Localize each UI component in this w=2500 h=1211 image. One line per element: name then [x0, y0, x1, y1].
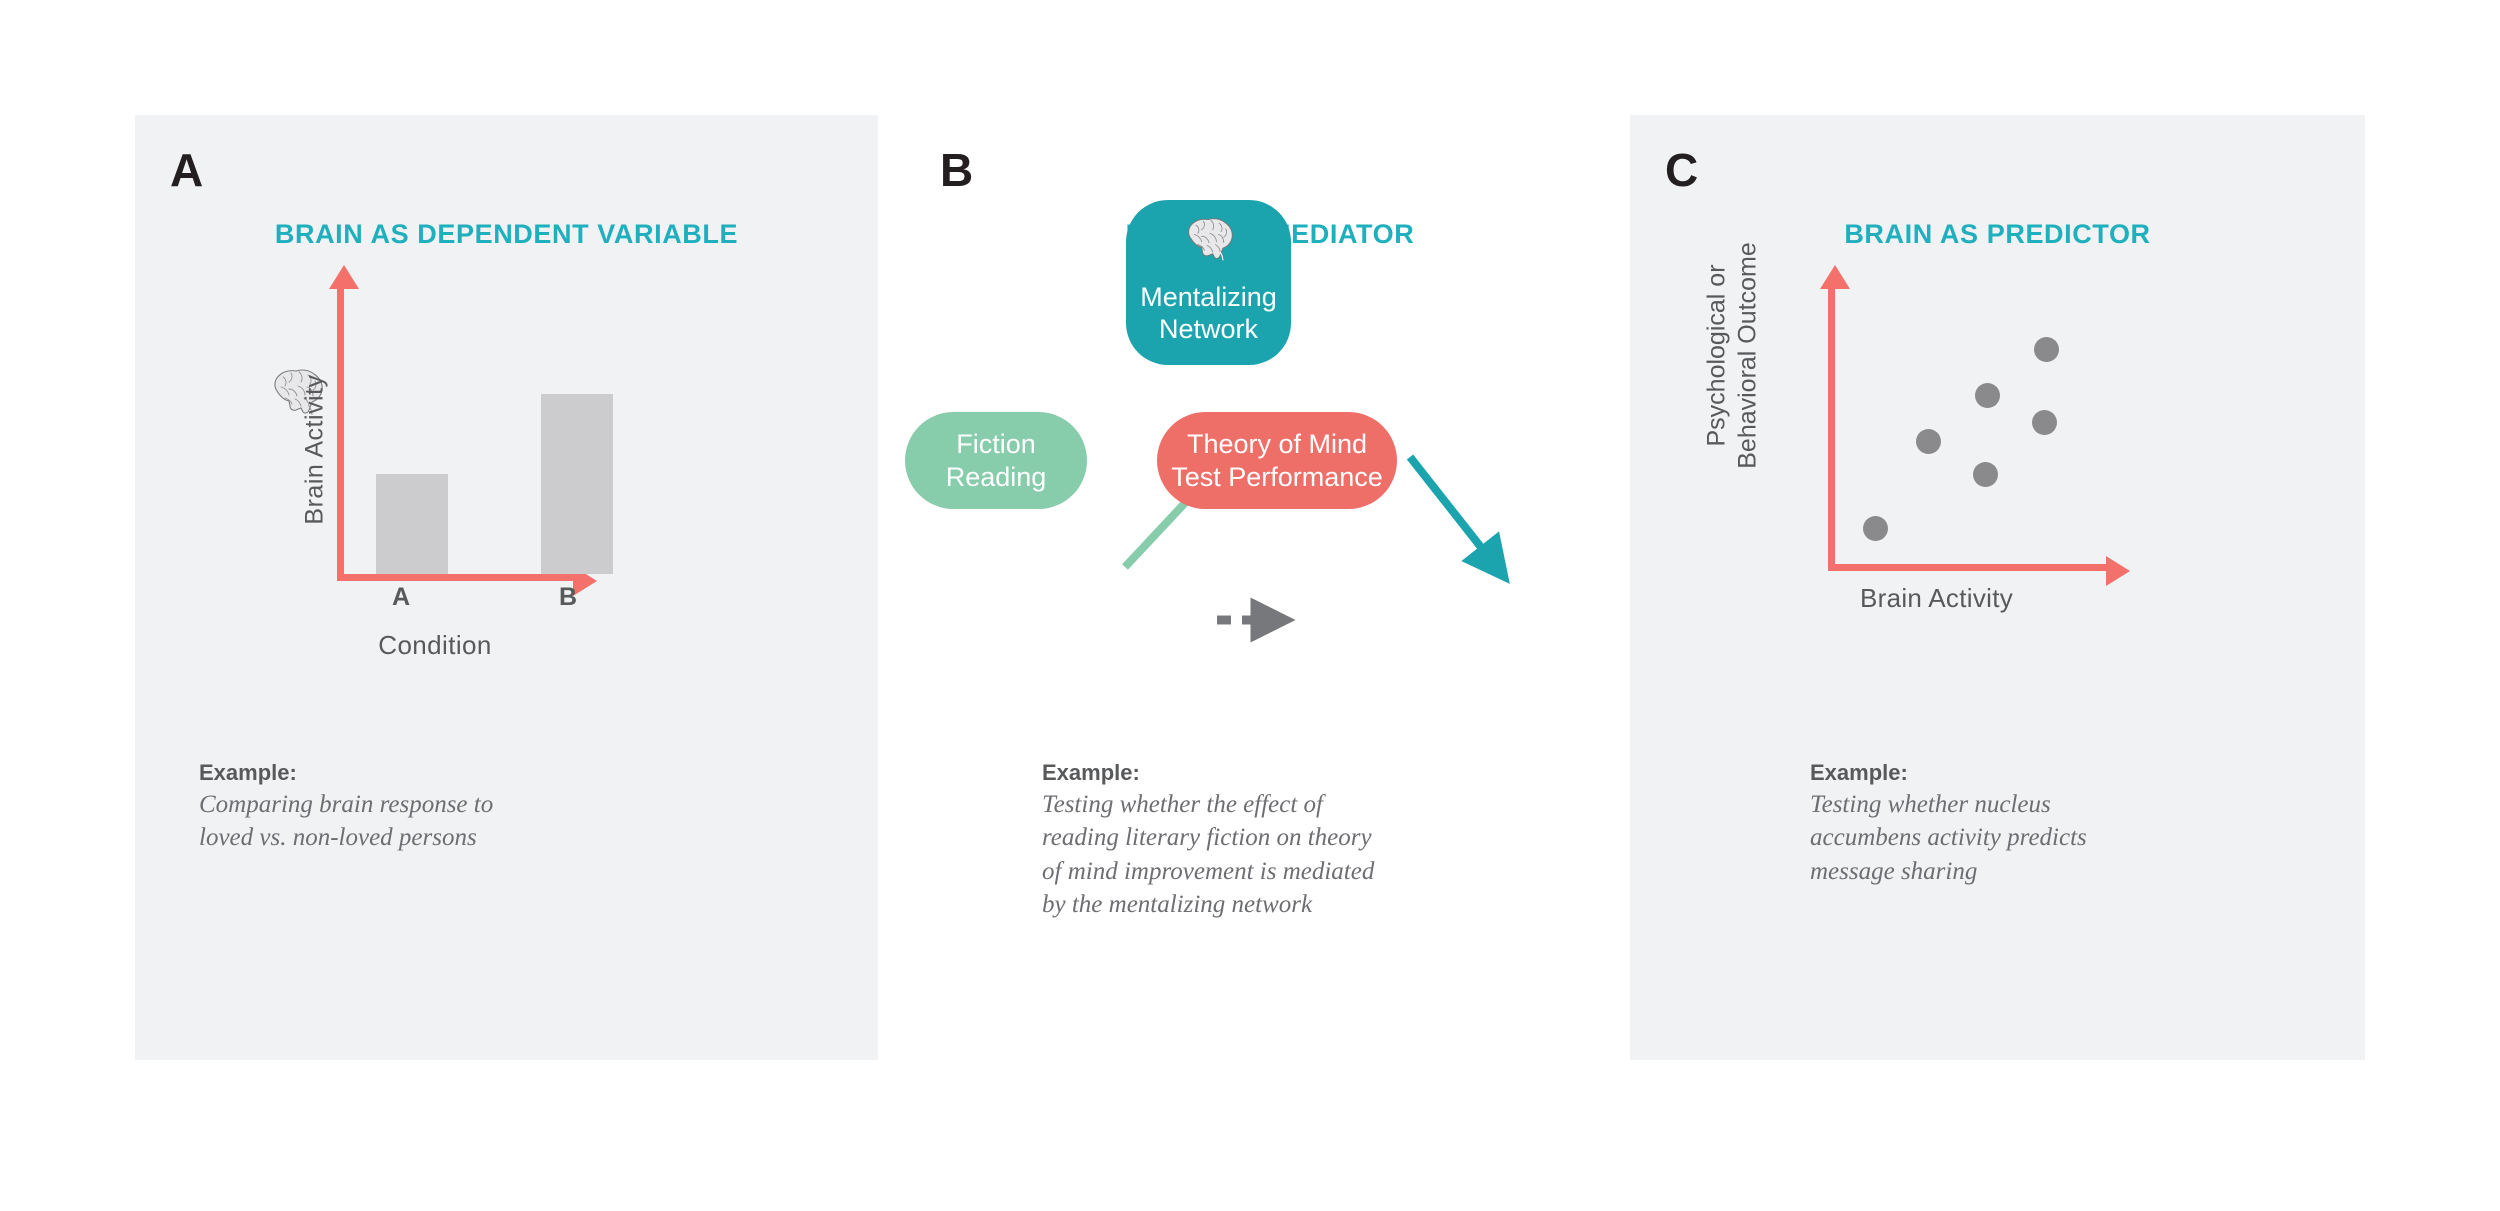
y-axis-line: [1828, 289, 1835, 571]
x-axis-label: Condition: [378, 630, 492, 660]
scatter-point: [1975, 382, 2001, 408]
example-heading: Example:: [1042, 760, 1140, 785]
bar-chart-brain-as-dependent-variable: Brain Activity A B Condition: [135, 265, 878, 665]
panel-letter-b: B: [940, 144, 974, 196]
y-axis-arrowhead-icon: [1820, 265, 1850, 289]
panel-title-a: BRAIN AS DEPENDENT VARIABLE: [274, 219, 739, 249]
arrow-b-path: [1406, 454, 1510, 584]
y-axis-arrowhead-icon: [329, 265, 359, 289]
scatter-point: [1972, 461, 1998, 487]
example-text: Comparing brain response to loved vs. no…: [199, 791, 494, 852]
brain-icon: [1179, 214, 1239, 272]
bar-condition-b: [541, 394, 613, 574]
x-tick-label-b: B: [559, 583, 578, 611]
node-theory-of-mind-test-performance[interactable]: Theory of Mind Test Performance: [1157, 412, 1397, 509]
y-axis-label: Psychological or Behavioral Outcome: [1702, 242, 1762, 469]
panel-title-c: BRAIN AS PREDICTOR: [1844, 219, 2151, 249]
node-label: Mentalizing Network: [1140, 281, 1277, 344]
scatter-point: [1916, 429, 1942, 455]
scatter-point: [2034, 336, 2060, 362]
example-heading: Example:: [1810, 760, 1908, 785]
node-label: Theory of Mind Test Performance: [1171, 429, 1383, 492]
y-axis-line: [337, 289, 344, 581]
bar-condition-a: [376, 474, 448, 574]
node-fiction-reading[interactable]: Fiction Reading: [905, 412, 1087, 509]
example-caption-b: Example: Testing whether the effect of r…: [1042, 760, 1442, 921]
panel-b: B BRAIN AS MEDIATOR: [905, 115, 1635, 1060]
x-axis-label: Brain Activity: [1860, 583, 2014, 613]
scatter-point: [2031, 410, 2057, 436]
example-caption-a: Example: Comparing brain response to lov…: [199, 760, 629, 855]
brain-icon: [265, 365, 329, 419]
x-axis-line: [1828, 564, 2108, 571]
scatter-plot-brain-as-predictor: Psychological or Behavioral Outcome Brai…: [1630, 242, 2365, 665]
y-axis-label: Brain Activity: [300, 374, 329, 525]
x-axis-arrowhead-icon: [2106, 556, 2130, 586]
panel-letter-a: A: [170, 144, 204, 196]
example-heading: Example:: [199, 760, 297, 785]
example-text: Testing whether the effect of reading li…: [1042, 791, 1375, 918]
node-label: Fiction Reading: [945, 429, 1047, 492]
panel-c: C BRAIN AS PREDICTOR Psychological or Be…: [1630, 115, 2365, 1060]
example-text: Testing whether nucleus accumbens activi…: [1810, 791, 2087, 885]
panel-a: A BRAIN AS DEPENDENT VARIABLE Brain Acti…: [135, 115, 878, 1060]
node-mentalizing-network[interactable]: Mentalizing Network: [1126, 200, 1291, 365]
example-caption-c: Example: Testing whether nucleus accumbe…: [1810, 760, 2210, 888]
panel-letter-c: C: [1665, 144, 1699, 196]
x-axis-line: [337, 574, 575, 581]
x-tick-label-a: A: [392, 583, 411, 611]
scatter-point: [1862, 516, 1888, 542]
